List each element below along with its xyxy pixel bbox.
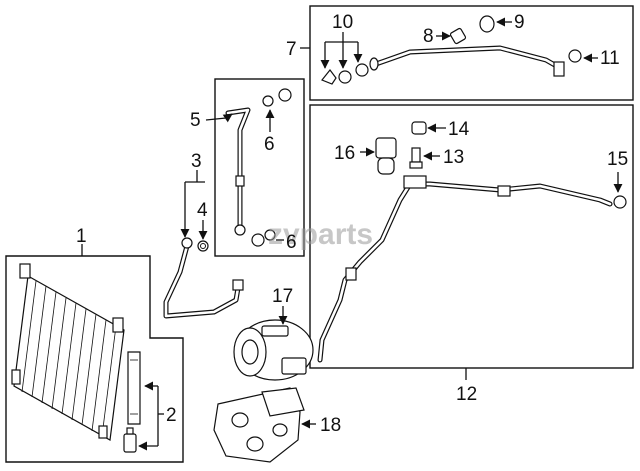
compressor [233,319,314,381]
watermark: zvparts [268,218,373,251]
callout-2: 2 [166,405,177,426]
o-ring-6-upper-b [278,88,292,102]
condenser [11,263,125,441]
callout-1: 1 [76,226,87,247]
callout-15: 15 [607,149,628,170]
clip-10 [321,69,337,85]
callout-13: 13 [443,147,464,168]
callout-11: 11 [600,48,620,69]
suction-tube [369,45,565,77]
o-ring-4 [197,240,209,252]
discharge-hose [225,107,251,236]
condenser-group-box [5,255,184,463]
callout-6-lower: 6 [286,232,297,253]
callout-7: 7 [286,39,297,60]
o-ring-11 [568,49,582,63]
discharge-hose-lower [163,237,244,319]
o-ring-10-a [338,70,352,84]
callout-14: 14 [448,119,470,140]
o-ring-15 [613,195,627,209]
callout-17: 17 [272,286,293,307]
compressor-bracket [213,387,305,463]
leader-lines [81,17,623,451]
receiver-drier [123,351,141,453]
o-ring-10-b [355,63,369,77]
callout-16: 16 [334,143,355,164]
discharge-hose-group-box [214,78,305,257]
valve-cap-9 [479,15,495,33]
callout-3: 3 [191,151,202,172]
liquid-line [317,175,613,363]
callout-8: 8 [423,26,434,47]
callout-12: 12 [456,384,477,405]
suction-tube-group-box [309,5,634,101]
callout-9: 9 [514,12,525,33]
callout-4: 4 [197,200,208,221]
liquid-line-group-box [309,104,634,369]
cap-14 [411,121,427,135]
callout-18: 18 [320,415,341,436]
pressure-sensor-13 [409,147,423,169]
o-ring-6-upper-a [262,95,274,107]
callout-6-upper: 6 [264,134,275,155]
o-ring-6-lower-b [264,229,276,241]
service-valve-8 [449,27,467,45]
o-ring-6-lower-a [251,233,265,247]
callout-5: 5 [190,110,201,131]
pressure-switch-16 [375,137,397,175]
callout-10: 10 [332,12,353,33]
